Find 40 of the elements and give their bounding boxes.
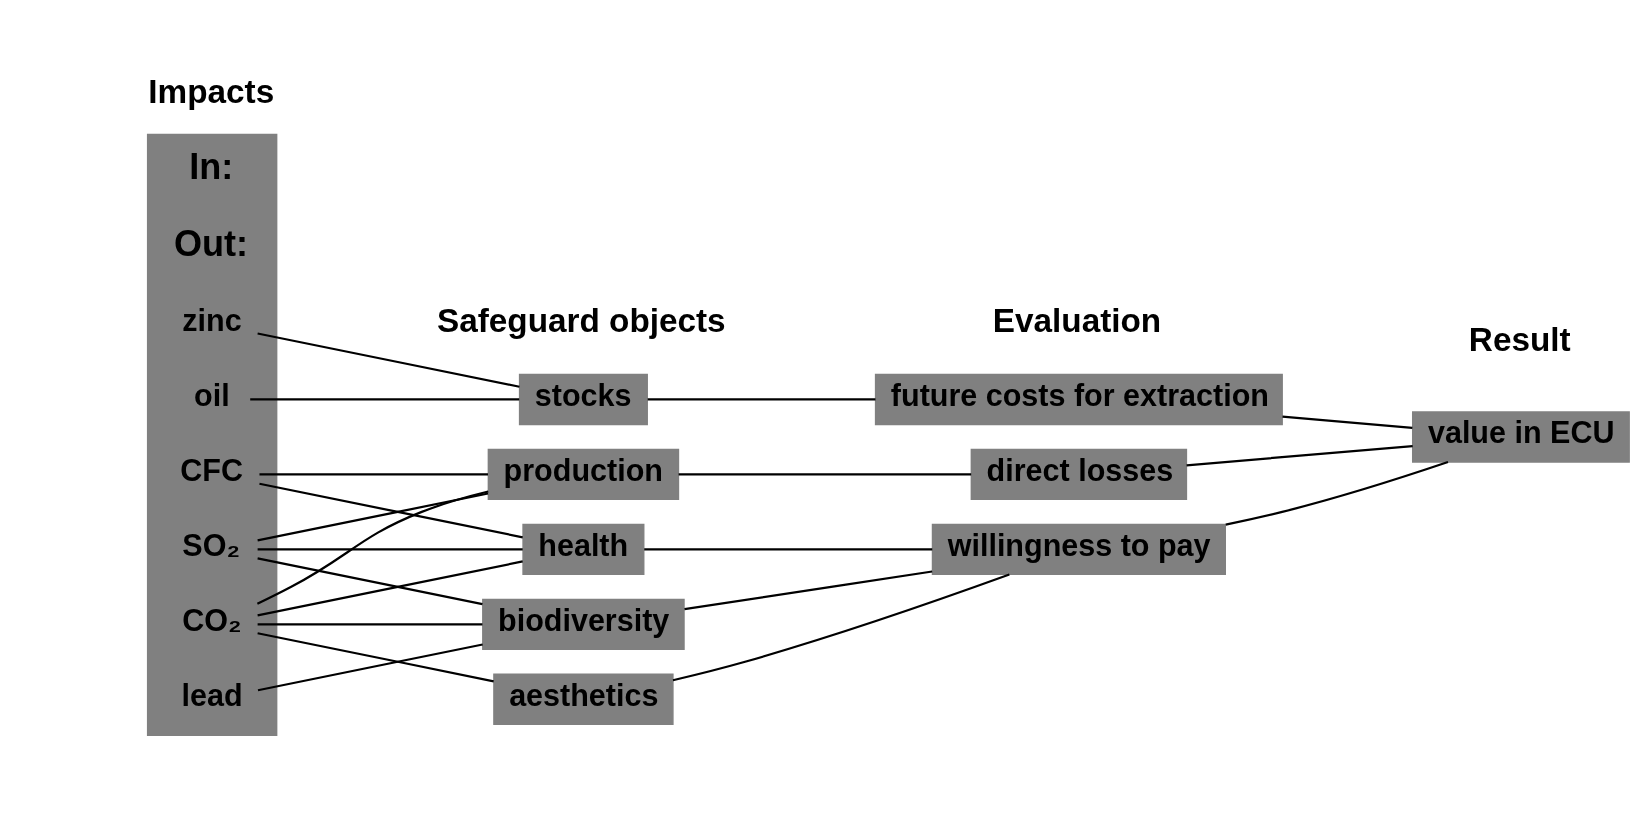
connector: [256, 631, 494, 682]
node-text: CO₂: [181, 602, 242, 637]
connector: [678, 472, 971, 476]
node-text: SO₂: [181, 527, 240, 562]
node-box: future costs for extraction: [874, 373, 1283, 425]
connector: [258, 472, 488, 476]
label: Out:: [173, 222, 248, 264]
connector: [1186, 444, 1413, 466]
connector: [672, 573, 1010, 681]
label: Evaluation: [992, 301, 1161, 339]
label: Impacts: [147, 72, 274, 110]
node-box: value in ECU: [1411, 410, 1630, 463]
node-text: zinc: [181, 302, 242, 337]
connector: [647, 397, 875, 401]
connector: [683, 569, 932, 610]
node-box: health: [521, 523, 644, 575]
node-box: stocks: [518, 373, 648, 425]
node-box: direct losses: [970, 448, 1187, 500]
node-box: aesthetics: [492, 673, 674, 725]
node-box: biodiversity: [481, 598, 685, 650]
connector: [256, 559, 523, 616]
connector: [256, 489, 488, 605]
node-text: oil: [193, 377, 230, 412]
node-text: CFC: [179, 452, 243, 487]
connector: [256, 556, 483, 605]
connector: [256, 491, 488, 541]
cluster: [146, 133, 277, 736]
connector: [1225, 460, 1448, 526]
node-text: lead: [181, 677, 243, 712]
connector: [257, 622, 482, 625]
connector: [257, 547, 523, 550]
label: In:: [188, 145, 233, 187]
label: Safeguard objects: [436, 301, 726, 339]
node-box: production: [487, 448, 679, 500]
connector: [643, 547, 932, 550]
connector: [258, 482, 523, 538]
connector: [249, 397, 519, 401]
label: Result: [1468, 320, 1571, 358]
node-box: willingness to pay: [931, 523, 1226, 575]
connector: [1281, 415, 1412, 429]
